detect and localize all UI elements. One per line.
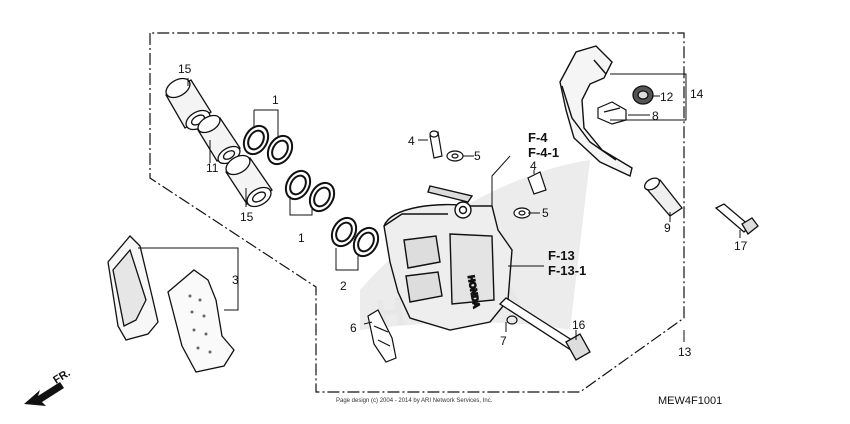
callout-9: 11 <box>206 161 219 175</box>
callout-15-top: 15 <box>178 62 192 76</box>
piston-15-bottom[interactable] <box>223 152 275 211</box>
callout-12: 12 <box>660 90 674 104</box>
seal-rings-2-bottom[interactable] <box>327 214 383 261</box>
leader-lines <box>138 73 741 342</box>
callout-4-lower: 4 <box>530 159 537 173</box>
pad-pin-16[interactable] <box>498 297 591 361</box>
bolt-17[interactable] <box>714 203 759 235</box>
bleeder-4-lower[interactable] <box>527 171 547 195</box>
pad-spring-6[interactable] <box>367 309 397 363</box>
callout-16: 16 <box>572 318 586 332</box>
diagram-code: MEW4F1001 <box>658 395 722 407</box>
ref-f13: F-13 <box>548 248 575 263</box>
direction-label: FR. <box>51 367 72 387</box>
brake-pad-3-back[interactable] <box>107 235 159 341</box>
ref-f13-1: F-13-1 <box>548 263 586 278</box>
pin-bolt-11[interactable] <box>643 176 683 217</box>
callout-5-lower: 5 <box>542 206 549 220</box>
callout-2-top: 1 <box>272 93 279 107</box>
assembly-frame <box>149 32 685 393</box>
callout-8: 8 <box>652 109 659 123</box>
callout-5-top: 5 <box>474 149 481 163</box>
ref-f4-1: F-4-1 <box>528 145 559 160</box>
seal-rings-2-top[interactable] <box>239 122 297 169</box>
callout-7: 7 <box>500 334 507 348</box>
pad-spring-8[interactable] <box>597 101 627 125</box>
front-direction-arrow: FR. <box>24 367 73 406</box>
callout-2-bottom: 2 <box>340 279 347 293</box>
callout-1: 1 <box>298 231 305 245</box>
callout-3: 3 <box>232 273 239 287</box>
reference-codes: F-4 F-4-1 F-13 F-13-1 <box>528 130 586 278</box>
brake-pad-3-front[interactable] <box>167 269 235 373</box>
bleeder-cap-5-lower[interactable] <box>513 207 531 219</box>
callouts: 1 11 15 15 1 2 3 4 5 4 5 6 7 16 12 14 8 … <box>178 62 748 359</box>
callout-15-bottom: 15 <box>240 210 254 224</box>
caliper-body[interactable]: HONDA <box>383 185 513 331</box>
bleeder-4-top[interactable] <box>429 130 443 159</box>
ref-f4: F-4 <box>528 130 548 145</box>
piston-9[interactable] <box>195 112 243 167</box>
callout-6: 6 <box>350 321 357 335</box>
boot-12[interactable] <box>632 85 654 105</box>
clip-7[interactable] <box>506 315 518 325</box>
bleeder-cap-5-top[interactable] <box>446 150 464 162</box>
callout-14: 14 <box>690 87 704 101</box>
callout-11: 9 <box>664 221 671 235</box>
callout-13: 13 <box>678 345 692 359</box>
callout-17: 17 <box>734 239 748 253</box>
callout-4-top: 4 <box>408 134 415 148</box>
copyright-text: Page design (c) 2004 - 2014 by ARI Netwo… <box>336 398 493 404</box>
caliper-bracket-13[interactable] <box>559 45 633 177</box>
